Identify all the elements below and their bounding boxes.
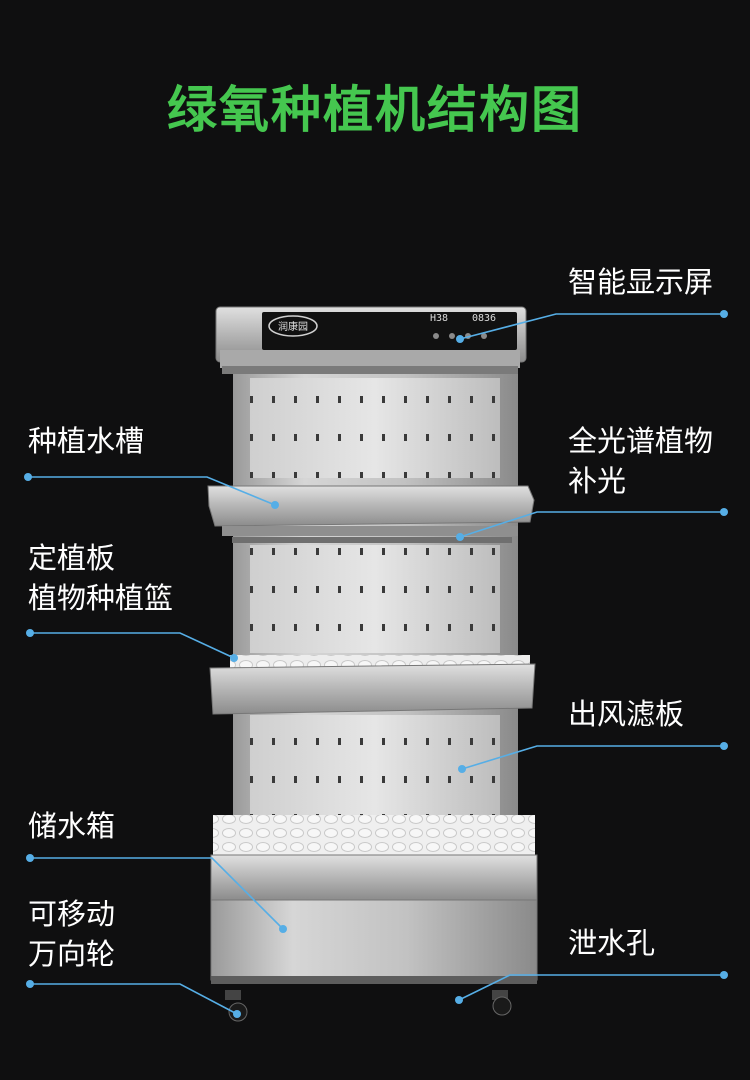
label-smart-screen: 智能显示屏: [568, 265, 714, 299]
leader-lines: [28, 313, 724, 1015]
display-right-readout: 0836: [472, 313, 496, 324]
label-planting-trough: 种植水槽: [28, 424, 145, 458]
label-full-spectrum-light: 全光谱植物 补光: [568, 424, 714, 498]
brand-logo: [268, 315, 318, 337]
display-left-readout: H38: [430, 313, 448, 324]
label-planting-board: 定植板 植物种植篮: [28, 541, 174, 615]
label-water-tank: 储水箱: [28, 809, 116, 843]
label-air-filter: 出风滤板: [568, 697, 685, 731]
label-casters: 可移动 万向轮: [28, 897, 116, 971]
smart-screen-panel: [262, 312, 517, 350]
upper-trough: [207, 485, 535, 527]
label-drain-hole: 泄水孔: [568, 926, 656, 960]
brand-plate-text: 润康园: [278, 320, 308, 333]
caster-wheels: [225, 990, 512, 1022]
water-tank-body: [210, 899, 538, 981]
page-title: 绿氧种植机结构图: [167, 81, 583, 139]
middle-trough: [209, 663, 536, 715]
leader-dots: [24, 310, 728, 1018]
